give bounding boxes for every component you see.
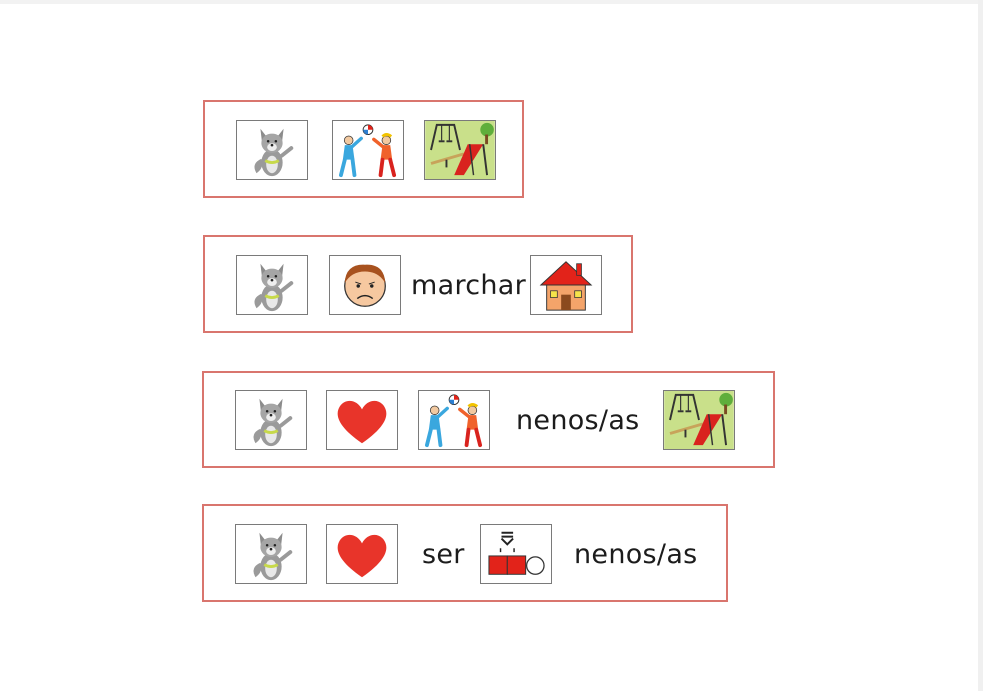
house-icon [530, 255, 602, 315]
wolf-icon [235, 390, 307, 450]
wolf-icon [235, 524, 307, 584]
sentence-row-1 [203, 100, 524, 198]
heart-icon [326, 390, 398, 450]
wolf-icon [236, 120, 308, 180]
sentence-row-3: nenos/as [202, 371, 775, 468]
playground-icon [663, 390, 735, 450]
word-nenos-as: nenos/as [574, 539, 698, 570]
kids-playing-ball-icon [418, 390, 490, 450]
sad-face-icon [329, 255, 401, 315]
word-nenos-as: nenos/as [516, 405, 640, 436]
sentence-row-4: ser nenos/as [202, 504, 728, 602]
sentence-row-2: marchar [203, 235, 633, 333]
word-ser: ser [422, 539, 465, 570]
different-shapes-icon [480, 524, 552, 584]
heart-icon [326, 524, 398, 584]
page-edge-right [978, 0, 983, 691]
wolf-icon [236, 255, 308, 315]
page-edge-top [0, 0, 983, 4]
kids-playing-ball-icon [332, 120, 404, 180]
word-marchar: marchar [411, 270, 527, 301]
playground-icon [424, 120, 496, 180]
